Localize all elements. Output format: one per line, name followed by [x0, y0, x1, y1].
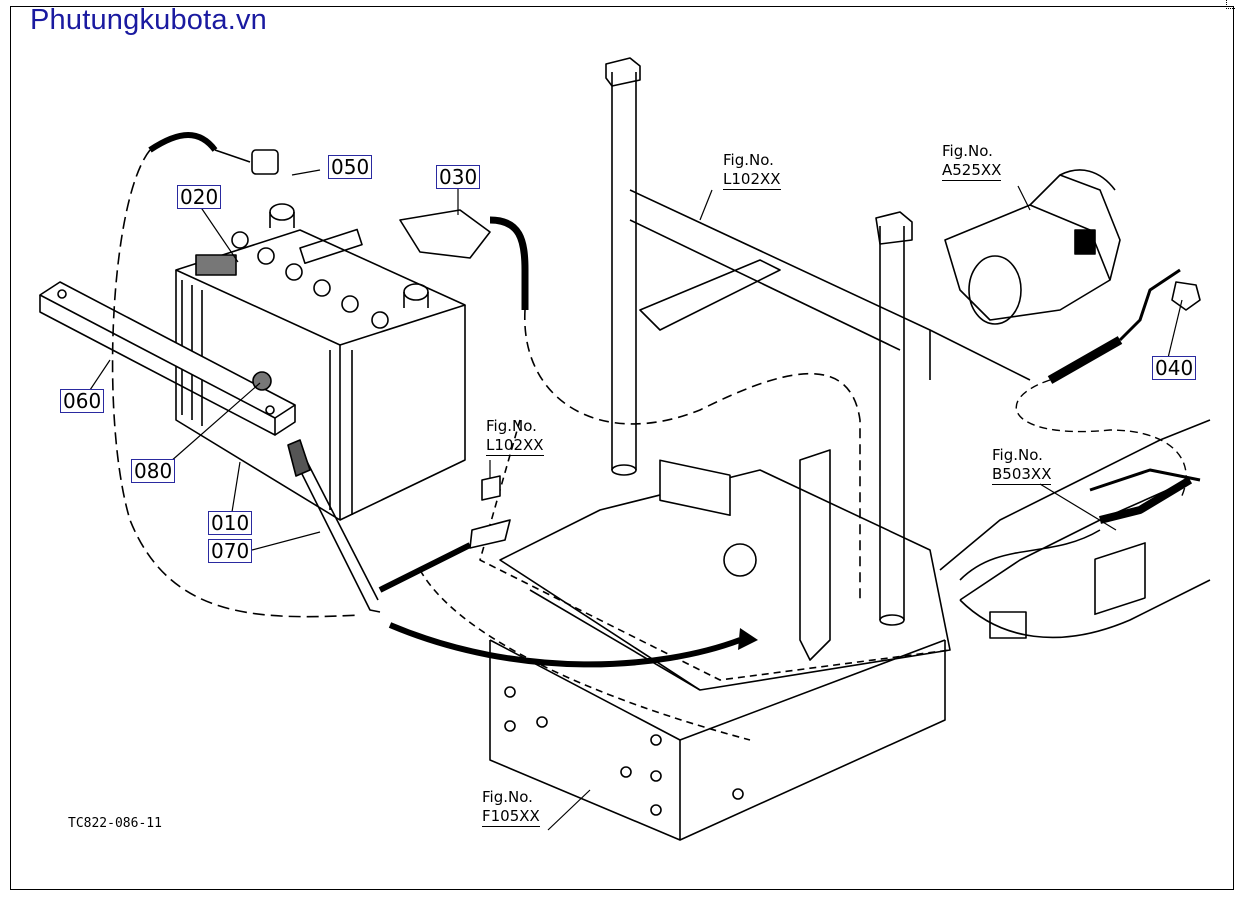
fig-ref-code: A525XX: [942, 161, 1002, 181]
part-030-callout[interactable]: 030: [436, 165, 481, 189]
leader-lines: [89, 169, 1183, 831]
fig-ref-label: Fig.No.: [486, 417, 537, 435]
fig-ref-label: Fig.No.: [992, 446, 1043, 464]
drawing-id: TC822-086-11: [68, 816, 162, 831]
part-070-callout[interactable]: 070: [208, 539, 253, 563]
fig-ref-l102-top[interactable]: Fig.No. L102XX: [723, 151, 781, 190]
fig-ref-a525[interactable]: Fig.No. A525XX: [942, 142, 1002, 181]
hold-down-bar: [39, 281, 296, 436]
part-040-callout[interactable]: 040: [1152, 356, 1197, 380]
corner-mark: [1226, 0, 1235, 9]
fig-ref-code: L102XX: [486, 436, 544, 456]
assembly-arrow: [388, 622, 742, 668]
fig-ref-code: B503XX: [992, 465, 1052, 485]
part-060-callout[interactable]: 060: [60, 389, 105, 413]
roll-posts: [605, 57, 913, 661]
part-080-callout[interactable]: 080: [131, 459, 176, 483]
fig-ref-f105[interactable]: Fig.No. F105XX: [482, 788, 540, 827]
assembly-arrow-head: [738, 628, 758, 650]
part-020-callout[interactable]: 020: [177, 185, 222, 209]
wire-harness: [959, 468, 1201, 581]
part-010-callout[interactable]: 010: [208, 511, 253, 535]
part-050-callout[interactable]: 050: [328, 155, 373, 179]
starter-motor: [944, 169, 1121, 325]
fig-ref-label: Fig.No.: [482, 788, 533, 806]
fig-ref-b503[interactable]: Fig.No. B503XX: [992, 446, 1052, 485]
hook-rod: [252, 371, 381, 613]
fig-ref-label: Fig.No.: [723, 151, 774, 169]
fig-ref-label: Fig.No.: [942, 142, 993, 160]
positive-cable: [399, 209, 861, 600]
fig-ref-l102-mid[interactable]: Fig.No. L102XX: [486, 417, 544, 456]
terminal-bolt: [481, 459, 731, 516]
fig-ref-code: L102XX: [723, 170, 781, 190]
fig-ref-code: F105XX: [482, 807, 540, 827]
negative-cable: [111, 132, 511, 618]
starter-cable: [1015, 268, 1201, 501]
diagram-frame: [10, 6, 1234, 890]
site-title[interactable]: Phutungkubota.vn: [30, 4, 267, 36]
